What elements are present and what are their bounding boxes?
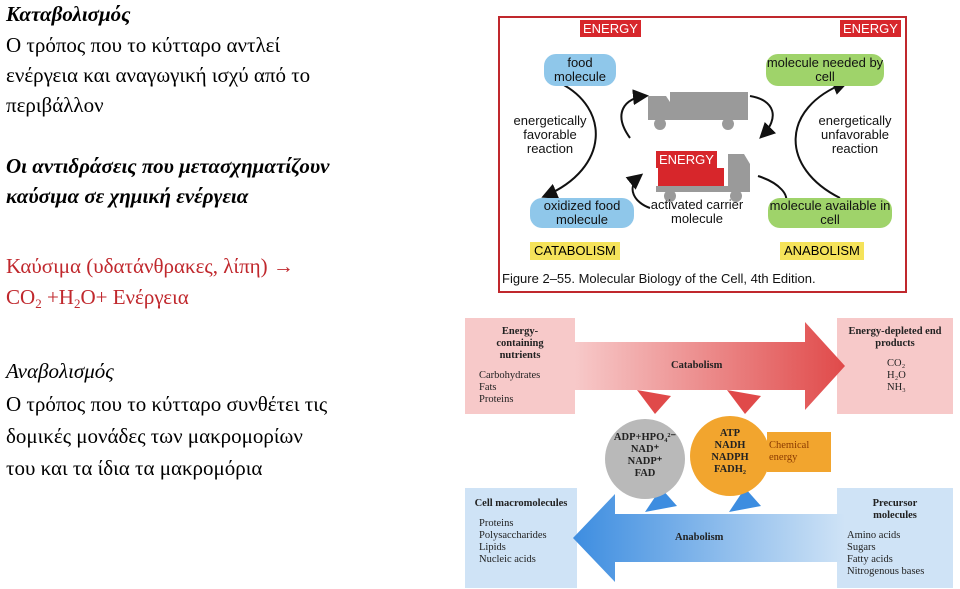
- macromolecules-heading: Cell macromolecules: [474, 498, 568, 509]
- precursor-item: Amino acids: [847, 530, 901, 541]
- fuel-text: Καύσιμα (υδατάνθρακες, λίπη): [6, 254, 273, 278]
- macromolecules-box: [465, 488, 577, 588]
- oxidized-food-pill: oxidized food molecule: [530, 198, 634, 228]
- nutrients-heading: Energy-containing nutrients: [496, 326, 544, 361]
- catabolism-def-line3: περιβάλλον: [6, 93, 104, 117]
- product-item: H₂O: [887, 370, 906, 381]
- equation-line: CO2 +H2O+ Ενέργεια: [6, 285, 189, 310]
- metabolism-overview-figure: Energy-containing nutrients Carbohydrate…: [465, 316, 955, 588]
- end-products-block: Energy-depleted end products CO₂ H₂O NH₃: [839, 326, 951, 394]
- nutrients-box: [465, 318, 575, 414]
- eq-h: +H: [41, 285, 74, 309]
- anabolism-def-line3: του και τα ίδια τα μακρομόρια: [6, 456, 263, 480]
- catabolism-def-line2: ενέργεια και αναγωγική ισχύ από το: [6, 63, 311, 87]
- adp-text: ADP+HPO₄²⁻: [613, 432, 677, 443]
- eq-co: CO: [6, 285, 36, 309]
- catabolism-arrow: [575, 322, 845, 410]
- chemical-energy-box: [767, 432, 831, 472]
- energy-label-right: ENERGY: [840, 20, 901, 37]
- eq-rest: O+ Ενέργεια: [80, 285, 189, 309]
- up-arrow-right: [729, 488, 761, 512]
- macro-item: Nucleic acids: [479, 554, 536, 565]
- catabolism-sub-line2: καύσιμα σε χημική ενέργεια: [6, 184, 249, 208]
- catabolism-tag: CATABOLISM: [530, 242, 620, 260]
- precursor-item: Nitrogenous bases: [847, 566, 925, 577]
- precursor-item: Sugars: [847, 542, 876, 553]
- carrier-label: activated carrier molecule: [650, 197, 744, 226]
- figure1-caption: Figure 2–55. Molecular Biology of the Ce…: [502, 271, 816, 286]
- catabolism-title: Καταβολισμός: [6, 2, 131, 26]
- gray-circle-text: ADP+HPO₄²⁻ NAD⁺ NADP⁺ FAD: [605, 432, 685, 480]
- macro-item: Proteins: [479, 518, 514, 529]
- anabolism-def-line2: δομικές μονάδες των μακρομορίων: [6, 424, 303, 448]
- food-molecule-pill: food molecule: [544, 54, 616, 86]
- nutrient-item: Carbohydrates: [479, 370, 541, 381]
- anabolism-label: Anabolism: [675, 532, 724, 543]
- orange-circle-text: ATP NADH NADPH FADH₂: [690, 428, 770, 476]
- precursor-item: Fatty acids: [847, 554, 893, 565]
- end-products-box: [837, 318, 953, 414]
- figure2-arrows: [465, 318, 953, 588]
- truck-empty-icon: [648, 92, 748, 130]
- macro-item: Lipids: [479, 542, 506, 553]
- down-arrow-left: [637, 390, 671, 414]
- energy-label-left: ENERGY: [580, 20, 641, 37]
- catabolism-anabolism-figure: ENERGY ENERGY ENERGY food molecule molec…: [498, 16, 907, 293]
- energy-label-truck: ENERGY: [656, 151, 717, 168]
- favorable-label: energetically favorable reaction: [513, 113, 587, 156]
- anabolism-title: Αναβολισμός: [6, 359, 114, 383]
- nadph-text: NADPH: [711, 452, 749, 463]
- fadh-text: FADH₂: [713, 464, 747, 475]
- molecule-available-pill: molecule available in cell: [768, 198, 892, 228]
- anabolism-arrow: [573, 494, 845, 582]
- nadh-text: NADH: [714, 440, 746, 451]
- nadp-text: NADP⁺: [627, 456, 663, 467]
- macro-item: Polysaccharides: [479, 530, 547, 541]
- truck-loaded-icon: [656, 154, 750, 202]
- catabolism-def-line1: Ο τρόπος που το κύτταρο αντλεί: [6, 33, 281, 57]
- atp-text: ATP: [719, 428, 741, 439]
- fad-text: FAD: [634, 468, 656, 479]
- nutrients-block: Energy-containing nutrients Carbohydrate…: [465, 326, 575, 406]
- gray-circle: [605, 419, 685, 499]
- orange-circle: [690, 416, 770, 496]
- product-item: CO₂: [887, 358, 906, 369]
- figure1-arrows: [541, 79, 849, 209]
- molecule-needed-pill: molecule needed by cell: [766, 54, 884, 86]
- chemical-energy-label: Chemical energy: [769, 440, 810, 463]
- macromolecules-block: Cell macromolecules Proteins Polysacchar…: [465, 498, 577, 566]
- precursors-heading: Precursor molecules: [872, 498, 918, 521]
- arrow-right-icon: →: [272, 254, 294, 278]
- precursors-block: Precursor molecules Amino acids Sugars F…: [839, 498, 951, 578]
- unfavorable-label: energetically unfavorable reaction: [818, 113, 892, 156]
- precursors-box: [837, 488, 953, 588]
- nutrient-item: Fats: [479, 382, 497, 393]
- product-item: NH₃: [887, 382, 906, 393]
- catabolism-sub-line1: Οι αντιδράσεις που μετασχηματίζουν: [6, 154, 330, 178]
- nutrient-item: Proteins: [479, 394, 514, 405]
- nad-text: NAD⁺: [630, 444, 660, 455]
- eq-co-sub: 2: [35, 296, 42, 311]
- anabolism-def-line1: Ο τρόπος που το κύτταρο συνθέτει τις: [6, 392, 328, 416]
- eq-h-sub: 2: [73, 296, 81, 311]
- end-products-heading: Energy-depleted end products: [848, 326, 942, 349]
- anabolism-tag: ANABOLISM: [780, 242, 864, 260]
- up-arrow-left: [645, 488, 677, 512]
- fuel-line: Καύσιμα (υδατάνθρακες, λίπη) →: [6, 254, 294, 279]
- catabolism-label: Catabolism: [671, 360, 723, 371]
- down-arrow-right: [727, 390, 761, 414]
